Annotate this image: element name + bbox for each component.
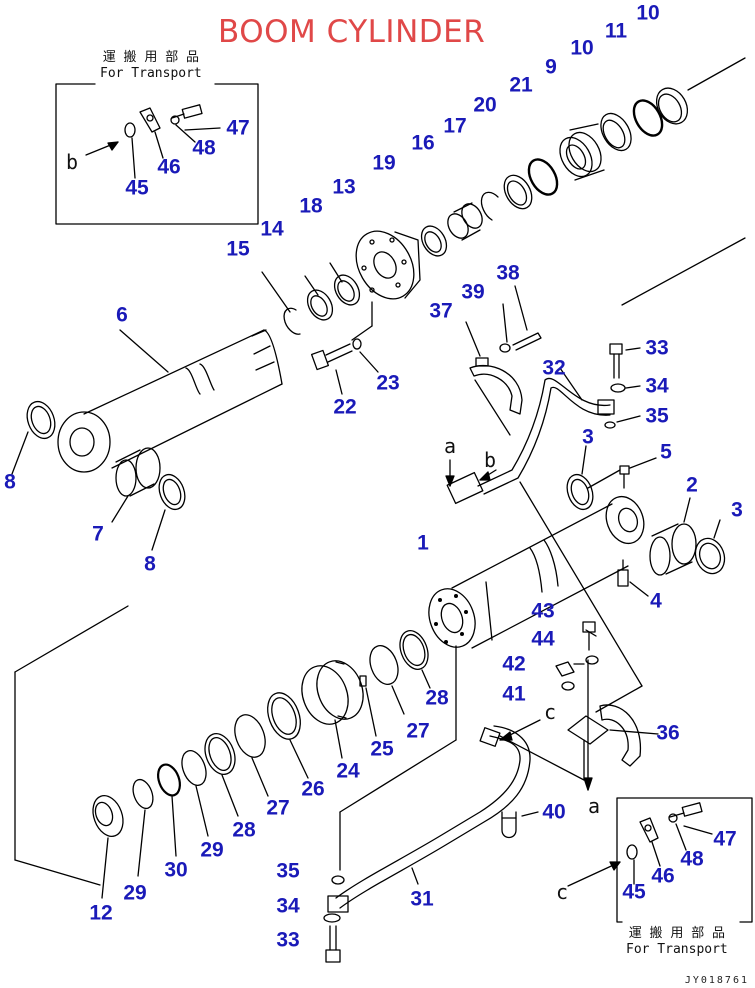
callout-34: 34: [276, 894, 300, 918]
view-letter-b: b: [65, 150, 79, 174]
transport-label-jp: 運 搬 用 部 品: [628, 926, 726, 941]
callout-46: 46: [157, 155, 181, 179]
callout-22: 22: [333, 395, 357, 419]
rod-end-bushings: [11, 400, 186, 551]
callout-30: 30: [164, 858, 188, 882]
callout-10: 10: [636, 1, 660, 25]
fasteners-top: [604, 343, 641, 429]
callout-13: 13: [332, 175, 356, 199]
transport-label-en: For Transport: [626, 942, 728, 957]
callout-11: 11: [604, 19, 628, 43]
callout-21: 21: [509, 73, 533, 97]
clamp-37: [465, 285, 542, 415]
callout-9: 9: [545, 55, 557, 79]
callout-36: 36: [656, 721, 680, 745]
callout-48: 48: [192, 136, 216, 160]
callout-31: 31: [410, 887, 434, 911]
callout-8: 8: [4, 470, 16, 494]
callout-48: 48: [680, 847, 704, 871]
view-letter-c: c: [555, 880, 569, 904]
callout-38: 38: [496, 261, 520, 285]
callout-4: 4: [650, 589, 662, 613]
callout-43: 43: [531, 599, 555, 623]
callout-6: 6: [116, 303, 128, 327]
callout-5: 5: [660, 440, 672, 464]
callout-23: 23: [376, 371, 400, 395]
clamp-36: [499, 621, 659, 791]
fasteners-bottom: [323, 875, 345, 963]
callout-45: 45: [622, 880, 646, 904]
drawing-code: JY018761: [684, 975, 749, 986]
transport-box-top: [55, 83, 259, 225]
bottom-end-parts: [566, 445, 726, 597]
callout-27: 27: [406, 719, 430, 743]
piston-and-seals: [92, 630, 431, 899]
callout-12: 12: [89, 901, 113, 925]
callout-2: 2: [686, 473, 698, 497]
transport-label-jp: 運 搬 用 部 品: [102, 50, 200, 65]
callout-45: 45: [125, 176, 149, 200]
callout-29: 29: [200, 838, 224, 862]
callout-46: 46: [651, 864, 675, 888]
transport-label-top: 運 搬 用 部 品 For Transport: [100, 50, 202, 82]
reference-lines: [14, 57, 746, 886]
cylinder-head: [351, 230, 421, 341]
transport-label-en: For Transport: [100, 66, 202, 81]
callout-33: 33: [276, 928, 300, 952]
view-letter-a: a: [587, 794, 601, 818]
callout-24: 24: [336, 759, 360, 783]
callout-33: 33: [645, 336, 669, 360]
transport-label-bottom: 運 搬 用 部 品 For Transport: [626, 926, 728, 958]
callout-19: 19: [372, 151, 396, 175]
callout-3: 3: [731, 498, 743, 522]
fitting-ab: [445, 459, 497, 505]
callout-42: 42: [502, 652, 526, 676]
bolt-22: [310, 338, 379, 395]
callout-34: 34: [645, 374, 669, 398]
callout-47: 47: [713, 827, 737, 851]
callout-1: 1: [417, 531, 429, 555]
diagram-title: BOOM CYLINDER: [218, 14, 486, 50]
callout-44: 44: [531, 627, 555, 651]
callout-10: 10: [570, 36, 594, 60]
callout-18: 18: [299, 194, 323, 218]
pipe-32: [477, 367, 615, 495]
callout-17: 17: [443, 114, 467, 138]
ring-set-head: [420, 87, 689, 257]
callout-16: 16: [411, 131, 435, 155]
ring-set-rod: [261, 262, 361, 335]
callout-35: 35: [645, 404, 669, 428]
callout-40: 40: [542, 800, 566, 824]
callout-8: 8: [144, 552, 156, 576]
callout-26: 26: [301, 777, 325, 801]
callout-41: 41: [502, 682, 526, 706]
callout-37: 37: [429, 299, 453, 323]
callout-14: 14: [260, 217, 284, 241]
view-letter-b: b: [483, 448, 497, 472]
callout-39: 39: [461, 280, 485, 304]
callout-47: 47: [226, 116, 250, 140]
view-letter-c: c: [543, 700, 557, 724]
callout-35: 35: [276, 859, 300, 883]
piston-rod: [57, 329, 283, 473]
cylinder-tube: [339, 469, 645, 871]
callout-25: 25: [370, 737, 394, 761]
callout-7: 7: [92, 522, 104, 546]
callout-28: 28: [232, 818, 256, 842]
callout-29: 29: [123, 881, 147, 905]
callout-3: 3: [582, 425, 594, 449]
callout-20: 20: [473, 93, 497, 117]
callout-27: 27: [266, 796, 290, 820]
transport-box-bottom: [567, 797, 753, 923]
callout-28: 28: [425, 686, 449, 710]
view-letter-a: a: [443, 434, 457, 458]
pipe-31: [327, 719, 541, 913]
callout-15: 15: [226, 237, 250, 261]
callout-32: 32: [542, 356, 566, 380]
